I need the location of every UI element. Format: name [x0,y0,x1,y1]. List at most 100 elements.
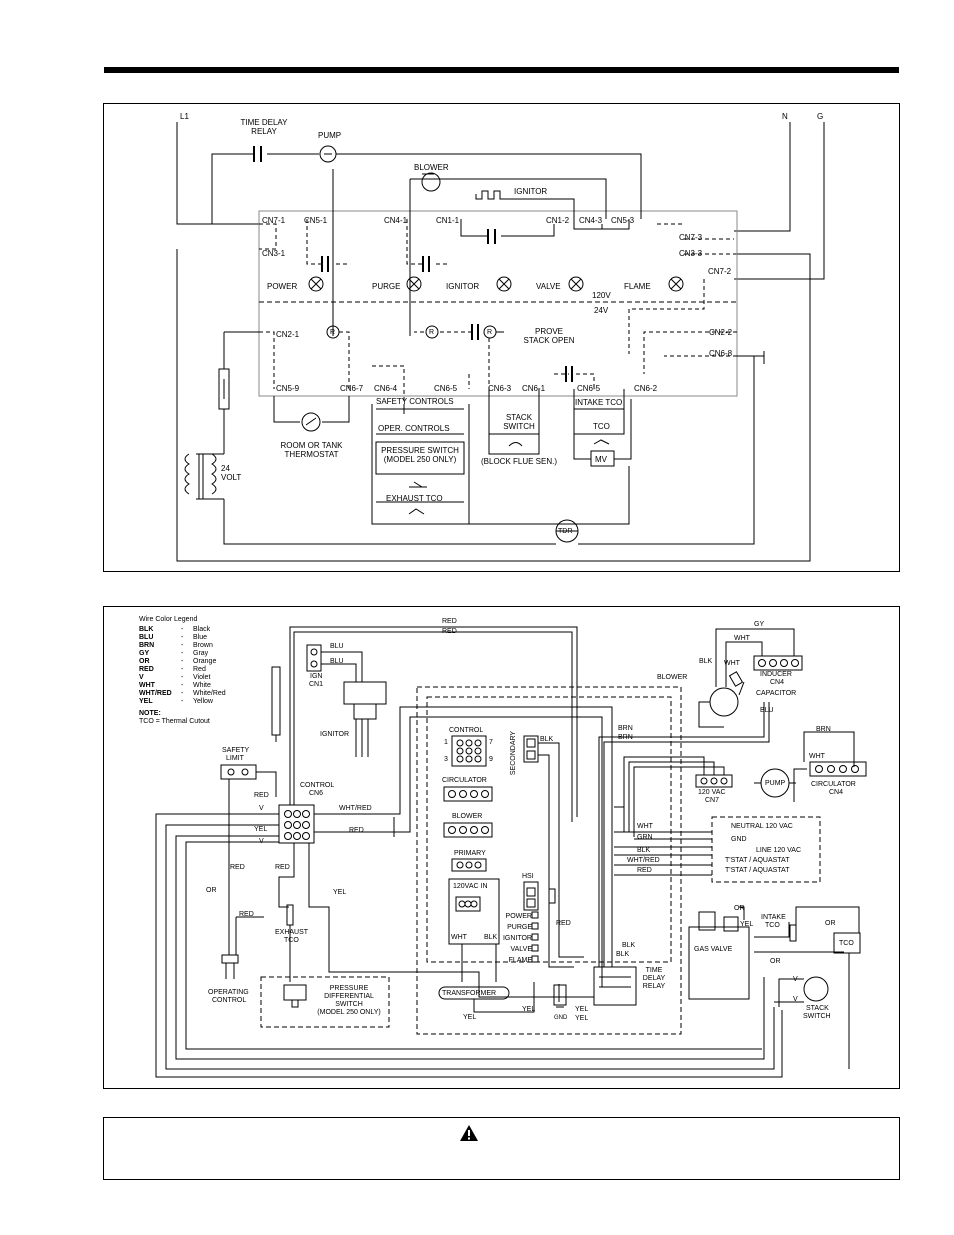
wire-blu-1: BLU [330,643,344,650]
secondary-label: SECONDARY [510,730,518,776]
relay-r-1: R [330,329,336,336]
pin-3-label: 3 [444,756,448,763]
legend-row: OR-Orange [139,658,217,665]
conn-cn7-2: CN7-2 [708,267,732,276]
blower-right-label: BLOWER [657,674,688,681]
legend-title: Wire Color Legend [139,616,198,623]
wire-whtred-2: WHT/RED [627,857,660,864]
pump-label: PUMP [765,780,786,787]
cn1-label: CN1 [309,681,324,688]
wire-yel-2: YEL [333,889,347,896]
wire-blk-4: BLK [616,951,630,958]
note-title: NOTE: [139,710,161,717]
wire-wht-5: WHT [637,823,653,830]
label-l1: L1 [180,112,189,121]
conn-cn2-2: CN2-2 [709,328,733,337]
wiring-diagram [155,626,867,1078]
wire-red-6: RED [556,920,571,927]
legend-row: WHT-White [139,682,211,689]
cn6-label: CN6 [309,790,324,797]
relay-r-2: R [429,329,435,336]
conn-cn1-1: CN1-1 [436,216,460,225]
voltage-24-label: 24V [594,306,609,315]
conn-cn5-9: CN5-9 [276,384,300,393]
blower-label: BLOWER [414,163,449,172]
note-text: TCO = Thermal Cutout [139,718,210,725]
wire-grn: GRN [637,834,653,841]
label-n: N [782,112,788,121]
limit-label: LIMIT [226,755,244,762]
wire-wht-3: WHT [724,660,740,667]
ignitor-label: IGNITOR [514,187,548,196]
wire-yel-4: YEL [522,1006,536,1013]
voltage-120-label: 120V [592,291,611,300]
safety-controls-label: SAFETY CONTROLS [376,397,454,406]
conn-cn4-1: CN4-1 [384,216,408,225]
wire-v-2: V [259,838,264,845]
exhaust-label: EXHAUST [275,929,309,936]
wire-blk-3: BLK [622,942,636,949]
conn-cn4-3: CN4-3 [579,216,603,225]
pressure-switch-label: PRESSURE SWITCH(MODEL 250 ONLY) [381,446,459,464]
wire-wht-2: WHT [734,635,750,642]
pin-7-label: 7 [489,739,493,746]
wiring-labels: Wire Color Legend BLK-Black BLU-Blue BRN… [104,607,899,1088]
gas-valve-label: GAS VALVE [694,946,733,953]
wire-blk-5: BLK [699,658,713,665]
conn-cn5-1: CN5-1 [304,216,328,225]
wire-whtred: WHT/RED [339,805,372,812]
wire-red-1: RED [254,792,269,799]
legend-row: RED-Red [139,666,206,673]
legend-row: BLU-Blue [139,634,208,641]
pump-label: PUMP [318,131,342,140]
wire-red-2: RED [349,827,364,834]
wire-blk-6: BLK [637,847,651,854]
inducer-cn4-label: CN4 [770,679,785,686]
conn-cn6-4: CN6-4 [374,384,398,393]
caution-box [103,1117,900,1180]
wire-blu-2: BLU [330,658,344,665]
conn-cn6-7: CN6-7 [340,384,364,393]
wire-gy: GY [754,621,765,628]
tstat1-label: T'STAT / AQUASTAT [725,857,790,864]
conn-cn6-2: CN6-2 [634,384,658,393]
intake-tco-label: INTAKE TCO [575,398,623,407]
lamp-row [308,276,684,292]
lamp-flame-label: FLAME [624,282,651,291]
wire-blk-2: BLK [540,736,554,743]
legend-row: BLK-Black [139,626,211,633]
board-primary-label: PRIMARY [454,850,486,857]
gnd-label: GND [554,1015,568,1021]
gnd2-label: GND [731,836,747,843]
stack-switch-label: SWITCH [803,1013,831,1020]
tstat2-label: T'STAT / AQUASTAT [725,867,790,874]
conn-cn5-3: CN5-3 [611,216,635,225]
header-rule [104,67,899,73]
ignitor-label: IGNITOR [320,731,350,738]
wire-blk-1: BLK [484,934,498,941]
intake-label: INTAKE [761,914,786,921]
vac120-label: 120 VAC [698,789,726,796]
vac-in-label: 120VAC IN [453,883,488,890]
control-cn6-label: CONTROL [300,782,335,789]
hsi-label: HSI [522,873,534,880]
tco-box-label: TCO [839,940,854,947]
wire-wht-4: WHT [809,753,825,760]
conn-cn6-5a: CN6-5 [434,384,458,393]
wire-yel-3: YEL [463,1014,477,1021]
line-label: LINE 120 VAC [756,847,802,854]
wire-v-1: V [259,805,264,812]
conn-cn6-1: CN6-1 [522,384,546,393]
conn-cn3-3: CN3-3 [679,249,703,258]
wire-color-legend: Wire Color Legend BLK-Black BLU-Blue BRN… [139,616,226,726]
transformer-label: TRANSFORMER [442,990,497,997]
wire-red-3: RED [230,864,245,871]
wire-red-7: RED [637,867,652,874]
